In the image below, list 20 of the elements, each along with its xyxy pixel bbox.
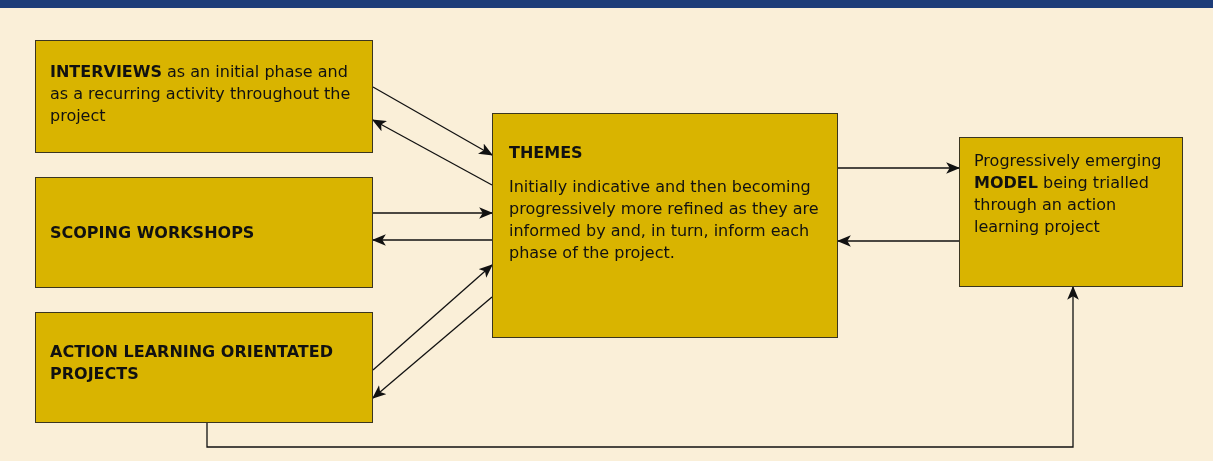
box-text: ACTION LEARNING ORIENTATED PROJECTS — [50, 341, 334, 385]
box-heading: THEMES — [509, 142, 584, 164]
box-text: Initially indicative and then becoming progressively more refined as they are informed by and, in turn, inform each phase of the project. — [509, 176, 820, 264]
process-box — [35, 312, 373, 423]
process-box — [959, 137, 1183, 287]
process-box — [492, 113, 838, 338]
arrow — [372, 296, 493, 399]
box-text: Progressively emerging MODEL being trialled through an action learning project — [974, 150, 1163, 238]
arrow — [372, 264, 493, 371]
box-text: INTERVIEWS as an initial phase and as a recurring activity throughout the project — [50, 61, 352, 127]
process-box — [35, 40, 373, 153]
arrow — [372, 86, 493, 156]
arrow — [371, 234, 493, 246]
arrow — [837, 162, 961, 174]
arrow — [836, 235, 960, 247]
arrow — [372, 207, 494, 219]
box-text: SCOPING WORKSHOPS — [50, 221, 256, 244]
arrow — [372, 119, 493, 186]
process-box — [35, 177, 373, 288]
arrow — [206, 285, 1079, 448]
